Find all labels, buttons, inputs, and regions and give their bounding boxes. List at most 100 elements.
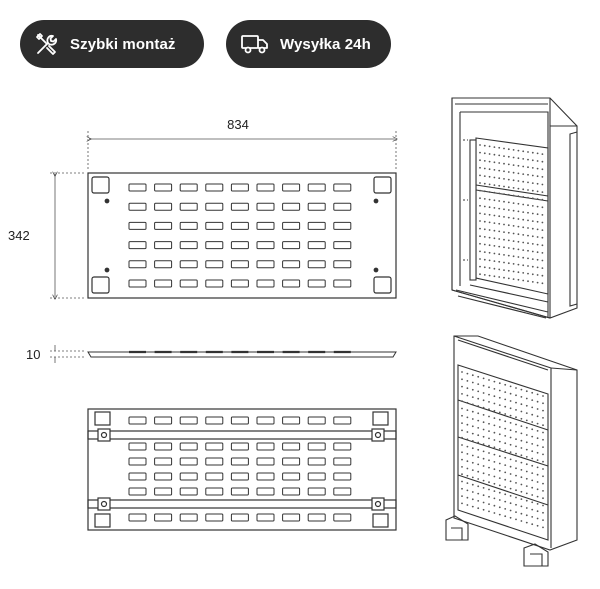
pegboard-hole [536, 236, 539, 238]
pegboard-hole [503, 208, 505, 211]
pegboard-hole [504, 435, 507, 437]
pegboard-hole [522, 218, 525, 221]
pegboard-hole [536, 228, 539, 231]
pegboard-hole [525, 441, 528, 444]
pegboard-hole [479, 265, 481, 268]
height-label: 342 [8, 228, 30, 243]
pegboard-hole [536, 495, 539, 498]
pegboard-hole [479, 197, 481, 200]
pegboard-hole [483, 205, 486, 208]
pegboard-hole [488, 415, 490, 418]
front-slot [179, 279, 198, 288]
pegboard-hole [482, 377, 485, 380]
pegboard-hole [536, 415, 539, 418]
pegboard-hole [515, 438, 517, 440]
pegboard-hole [479, 250, 481, 253]
pegboard-hole [466, 445, 469, 448]
pegboard-hole [525, 492, 528, 495]
pegboard-hole [509, 385, 512, 388]
pegboard-hole [531, 443, 534, 445]
pegboard-hole [517, 187, 520, 190]
front-slot [154, 260, 173, 269]
pegboard-hole [477, 492, 480, 495]
pegboard-hole [483, 160, 486, 162]
pegboard-hole [493, 214, 496, 217]
pegboard-hole [536, 488, 539, 491]
back-slot [256, 416, 275, 425]
pegboard-hole [498, 433, 501, 436]
pegboard-hole [498, 215, 501, 218]
pegboard-hole [531, 258, 534, 260]
pegboard-hole [522, 256, 525, 259]
pegboard-hole [504, 515, 507, 518]
pegboard-hole [515, 482, 517, 484]
pegboard-hole [527, 265, 529, 267]
pegboard-hole [498, 411, 501, 414]
pegboard-hole [471, 418, 474, 420]
pegboard-hole [527, 234, 529, 237]
pegboard-hole [493, 222, 496, 225]
pegboard-hole [541, 191, 544, 194]
pegboard-hole [509, 400, 512, 402]
pegboard-hole [488, 481, 490, 484]
height-dimension [50, 173, 86, 298]
pegboard-hole [488, 183, 491, 186]
pegboard-hole [531, 212, 534, 215]
front-slot [282, 241, 301, 250]
back-slot [256, 442, 275, 451]
front-slot [307, 202, 326, 211]
pegboard-hole [531, 174, 534, 177]
pegboard-hole [466, 401, 469, 404]
pegboard-hole [527, 227, 529, 229]
pegboard-hole [507, 148, 510, 151]
back-slot [128, 513, 147, 522]
pegboard-hole [512, 270, 515, 273]
front-slot [256, 260, 275, 269]
pegboard-hole [520, 447, 523, 449]
pegboard-hole [479, 144, 481, 146]
pegboard-hole [507, 224, 510, 227]
pegboard-hole [527, 211, 529, 214]
pegboard-hole [531, 265, 534, 268]
pegboard-hole [493, 512, 496, 514]
pegboard-hole [531, 494, 534, 496]
pegboard-hole [488, 168, 491, 171]
pegboard-hole [466, 394, 469, 397]
pegboard-hole [509, 473, 512, 475]
pegboard-hole [504, 420, 507, 423]
pegboard-hole [488, 244, 491, 247]
pegboard-hole [520, 396, 523, 398]
pegboard-hole [482, 465, 485, 467]
pegboard-hole [466, 474, 469, 477]
pegboard-hole [541, 236, 544, 239]
pegboard-hole [498, 162, 501, 164]
front-slot [230, 183, 249, 192]
pegboard-hole [541, 214, 544, 216]
pegboard-hole [479, 235, 481, 238]
pegboard-hole [477, 390, 480, 393]
pegboard-hole [520, 512, 523, 515]
pegboard-hole [509, 465, 512, 468]
pegboard-hole [541, 267, 544, 269]
pegboard-hole [525, 434, 528, 436]
pegboard-hole [493, 439, 496, 441]
pegboard-hole [517, 271, 520, 274]
pegboard-hole [515, 430, 517, 433]
pegboard-hole [515, 518, 517, 521]
pegboard-hole [488, 221, 491, 224]
pegboard-hole [542, 526, 544, 529]
pegboard-hole [471, 461, 474, 464]
pegboard-hole [542, 424, 544, 427]
pegboard-hole [536, 182, 539, 185]
pegboard-hole [536, 408, 539, 410]
pegboard-hole [477, 397, 480, 400]
pegboard-hole [531, 205, 534, 207]
pegboard-hole [536, 393, 539, 396]
pegboard-hole [471, 396, 474, 398]
pegboard-hole [531, 421, 534, 423]
pegboard-hole [483, 251, 486, 254]
pegboard-hole [512, 255, 515, 258]
pegboard-hole [482, 494, 485, 497]
back-slot [179, 472, 198, 481]
pegboard-hole [493, 207, 496, 209]
